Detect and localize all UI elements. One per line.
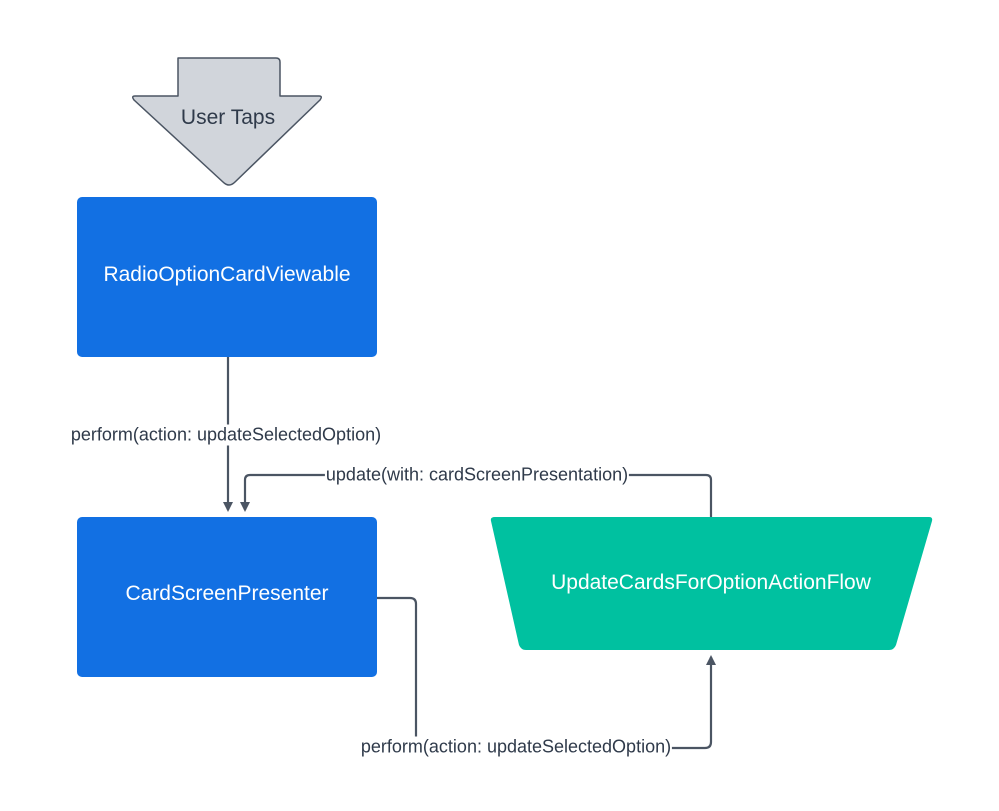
flow-to-presenter-connector xyxy=(240,473,713,517)
user-taps-arrow-shape xyxy=(131,57,323,186)
update-cards-flow-trapezoid[interactable] xyxy=(490,517,933,650)
card-screen-presenter-box[interactable] xyxy=(77,517,377,677)
radio-option-card-viewable-box[interactable] xyxy=(77,197,377,357)
